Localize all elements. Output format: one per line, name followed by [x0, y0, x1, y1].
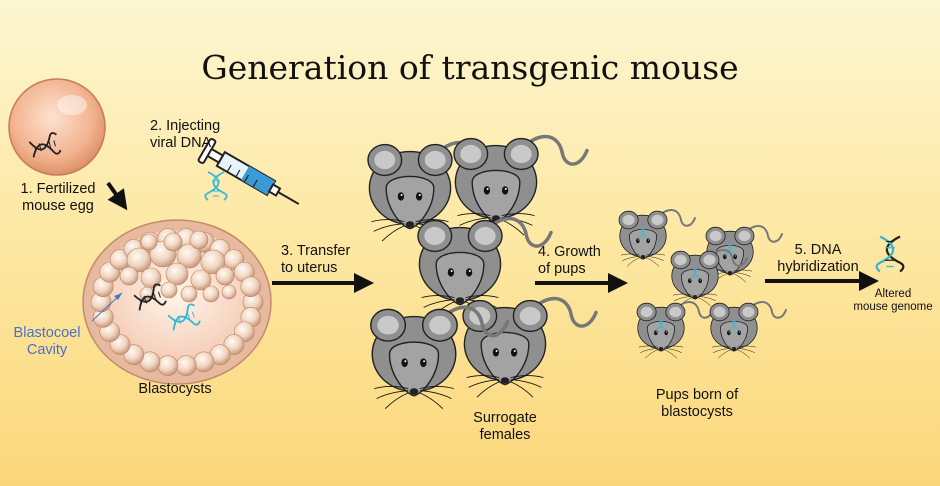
blastocyst-illustration: [82, 219, 272, 385]
cell: [160, 281, 178, 299]
altered-genome-dna-icon: [875, 235, 905, 273]
dna-cyan-icon: [204, 171, 228, 201]
diagram-title: Generation of transgenic mouse: [201, 48, 739, 87]
cell: [119, 266, 139, 286]
cell: [193, 351, 215, 373]
fertilized-egg-illustration: [8, 78, 106, 176]
cell: [221, 284, 237, 300]
cell: [175, 355, 197, 376]
pup-mice: [617, 208, 788, 360]
cell: [165, 262, 189, 286]
cell: [180, 285, 198, 303]
cell: [163, 232, 183, 252]
cell: [215, 266, 235, 286]
blastocyst-cells: [90, 228, 264, 376]
cell: [176, 243, 202, 269]
blastocysts-label: Blastocysts: [138, 381, 212, 397]
cell: [202, 285, 220, 303]
cell: [189, 230, 209, 250]
cell: [126, 247, 152, 273]
cell: [157, 355, 179, 376]
cell: [200, 249, 226, 275]
cell: [140, 233, 158, 251]
syringe-icon: [197, 137, 300, 205]
cell: [240, 276, 262, 297]
cell: [190, 269, 212, 291]
